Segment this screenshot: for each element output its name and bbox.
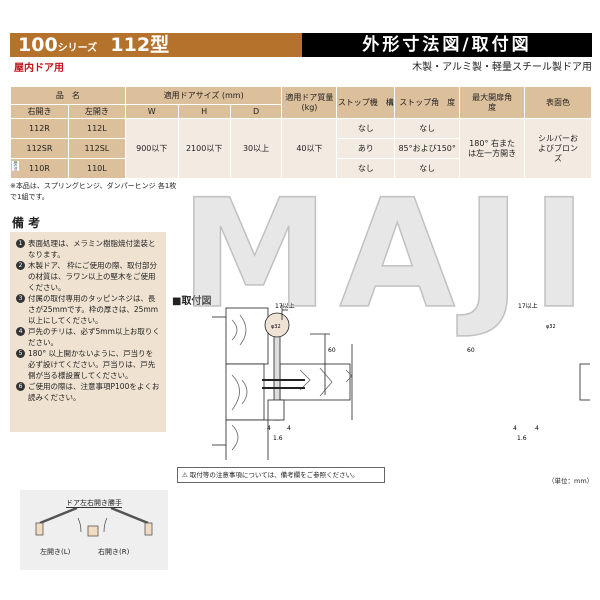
dim-1-6: 1.6 (273, 435, 283, 442)
cell-mech: なし (336, 118, 396, 139)
dim-1-6-right: 1.6 (517, 435, 527, 442)
right-hinge-drawing (579, 363, 590, 401)
dim-4-right: 4 (513, 425, 517, 432)
cell-right: 112SR (10, 138, 69, 159)
table-row: 受注 110R 110L なしなし (10, 158, 592, 179)
cell-mech: あり (336, 138, 396, 159)
series-number: 100 (18, 34, 58, 56)
warning-text: 取付等の注意事項については、備考欄をご参照ください。 (189, 471, 359, 479)
cell-angle: 85°および150° (394, 138, 461, 159)
unit-label: （単位：mm） (548, 477, 594, 485)
header-w: W (124, 104, 179, 119)
dim-4: 4 (267, 425, 271, 432)
header-size: 適用ドアサイズ (mm) (124, 86, 283, 105)
cell-angle: なし (394, 158, 461, 179)
header-weight: 適用ドア質量(kg) (281, 86, 338, 119)
cell-left: 110L (67, 158, 126, 179)
series-title: 100シリーズ 112型 (10, 33, 302, 57)
spec-table: 品 名適用ドアサイズ (mm)適用ドア質量(kg)ストップ機 構ストップ角 度最… (10, 86, 592, 179)
cell-d: 30以上 (229, 118, 283, 179)
section-title: 外形寸法図/取付図 (302, 33, 592, 57)
header-right: 右開き (10, 104, 69, 119)
dim-17-right: 17以上 (518, 302, 538, 310)
cell-mech: なし (336, 158, 396, 179)
header-color: 表面色 (524, 86, 592, 119)
warning-icon: ⚠ (182, 471, 190, 479)
left-hinge-drawing (212, 305, 353, 460)
dim-60-right: 60 (467, 347, 475, 354)
mounting-diagram: 17以上 φ32 60 4 4 1.6 17以上 φ32 60 4 4 1.6 (212, 302, 590, 460)
figure-title: ■取付図 (172, 296, 212, 307)
cell-h: 2100以下 (177, 118, 231, 179)
warning-box: ⚠ 取付等の注意事項については、備考欄をご参照ください。 (177, 467, 385, 483)
header-max-angle: 最大開扉角 度 (459, 86, 528, 119)
header-stop-angle: ストップ角 度 (394, 86, 461, 119)
header-d: D (229, 104, 283, 119)
left-open-label: 左開き(L) (40, 548, 71, 556)
header-h: H (177, 104, 231, 119)
door-direction-icon (35, 508, 153, 537)
dim-phi: φ32 (271, 324, 281, 330)
cell-right: 112R (10, 118, 69, 139)
header-name: 品 名 (10, 86, 126, 105)
header-left: 左開き (67, 104, 126, 119)
model-name: 112型 (110, 34, 170, 56)
cell-angle: なし (394, 118, 461, 139)
material-label: 木製・アルミ製・軽量スチール製ドア用 (412, 62, 592, 73)
dim-4b-right: 4 (535, 425, 539, 432)
cell-w: 900以下 (124, 118, 179, 179)
dim-60: 60 (328, 347, 336, 354)
dim-phi-right: φ32 (546, 324, 556, 330)
usage-label: 屋内ドア用 (14, 63, 64, 74)
cell-left: 112L (67, 118, 126, 139)
cell-right: 110R (29, 163, 50, 173)
footnote: ※本品は、スプリングヒンジ、ダンパーヒンジ 各1枚で1組です。 (10, 182, 177, 201)
series-suffix: シリーズ (57, 43, 98, 54)
cell-weight: 40以下 (281, 118, 338, 179)
door-direction-title: ドア左右開き勝手 (66, 499, 122, 508)
made-to-order-tag: 受注 (12, 161, 19, 171)
cell-left: 112SL (67, 138, 126, 159)
dim-17: 17以上 (275, 302, 295, 310)
header-stop-mech: ストップ機 構 (336, 86, 396, 119)
cell-color: シルバーおよびブロンズ (524, 118, 592, 179)
cell-max-angle: 180° 右または左一方開き (459, 118, 526, 179)
door-direction-box: ドア左右開き勝手 左開き(L) 右開き(R) (20, 490, 168, 570)
right-open-label: 右開き(R) (98, 548, 130, 556)
dim-4b: 4 (287, 425, 291, 432)
remarks-title: 備 考 (12, 216, 41, 230)
